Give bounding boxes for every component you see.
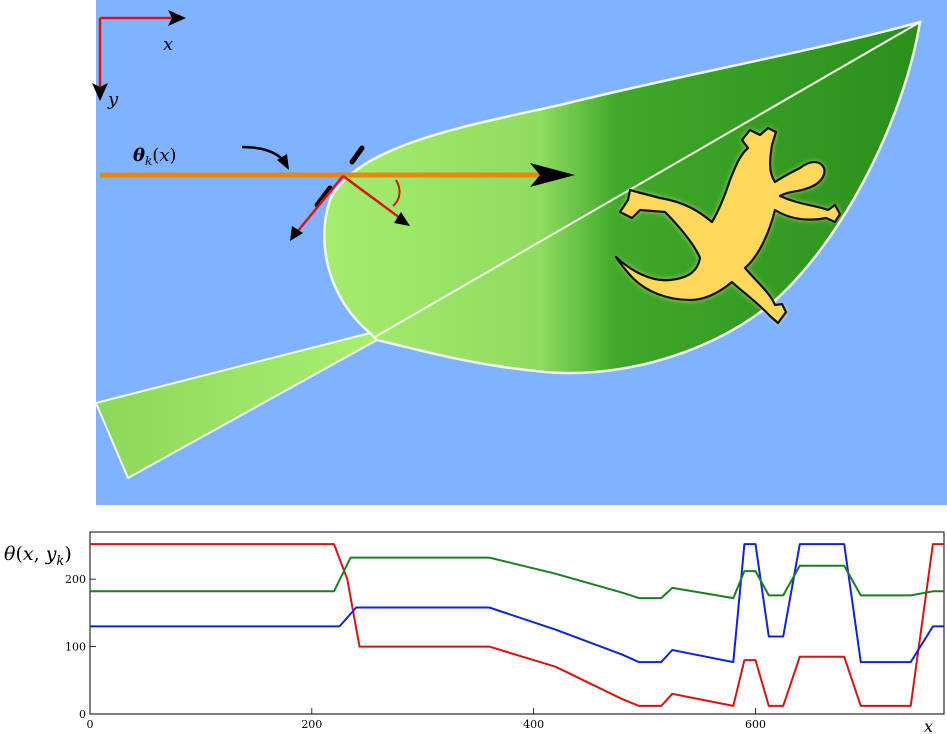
data-series bbox=[90, 543, 944, 707]
coordinate-frame: x y bbox=[92, 10, 186, 110]
tangent-dash-bottom bbox=[314, 185, 333, 208]
x-tick-label: 400 bbox=[523, 718, 544, 731]
axis-x-label: x bbox=[163, 34, 173, 55]
x-axis-label: x bbox=[924, 717, 933, 734]
theta-profile-chart: 0 100 200 0 200 400 600 θ(x, yk) x bbox=[4, 531, 945, 734]
plot-frame bbox=[89, 531, 945, 715]
y-tick-label: 100 bbox=[65, 641, 86, 654]
x-axis-ticks: 0 200 400 600 bbox=[87, 708, 766, 731]
normal-arrow-inward bbox=[342, 174, 401, 220]
series-line-3 bbox=[90, 556, 944, 600]
series-line-2 bbox=[90, 543, 944, 664]
y-axis-label: θ(x, yk) bbox=[4, 543, 72, 569]
y-tick-label: 200 bbox=[65, 573, 86, 586]
y-axis-ticks: 0 100 200 bbox=[65, 573, 96, 721]
x-tick-label: 0 bbox=[87, 718, 94, 731]
axis-y-label: y bbox=[107, 89, 119, 110]
ray-label: θk(x) bbox=[133, 145, 177, 168]
y-tick-label: 0 bbox=[79, 708, 86, 721]
normal-arrow-outward bbox=[296, 175, 344, 233]
gecko bbox=[614, 126, 842, 325]
series-line-1 bbox=[90, 543, 944, 707]
leaf-illustration: x y θk(x) bbox=[92, 0, 947, 505]
tangent-dash-top bbox=[349, 145, 365, 165]
leaf-midrib bbox=[374, 21, 921, 338]
x-tick-label: 200 bbox=[301, 718, 322, 731]
ray-arrowhead bbox=[530, 163, 575, 187]
angle-arc bbox=[392, 179, 401, 207]
x-tick-label: 600 bbox=[745, 718, 766, 731]
